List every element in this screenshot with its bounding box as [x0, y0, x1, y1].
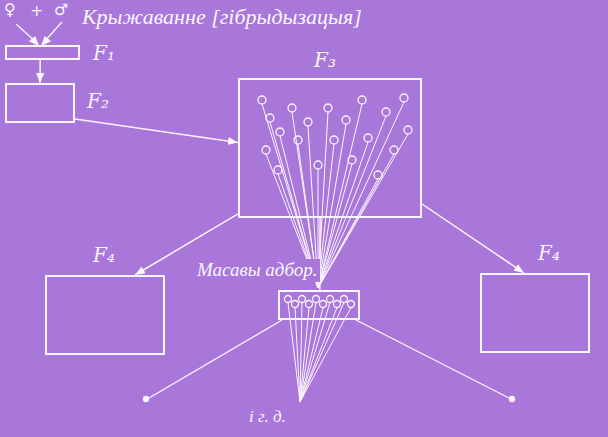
generation-label: F₄ [536, 241, 562, 265]
generation-label: F₁ [91, 41, 117, 65]
continuation-note: і г. д. [247, 407, 288, 427]
generation-box: F₂ [5, 83, 75, 123]
generation-box: F₁ [5, 45, 80, 60]
parent-arrowheads [30, 37, 50, 45]
selection-label: Масавы адбор. [195, 259, 320, 282]
diagram-title: Крыжаванне [гібрыдызацыя] [80, 4, 364, 30]
generation-label: F₂ [85, 89, 111, 113]
generation-box: F₄ [480, 273, 590, 353]
plant-drawing [16, 22, 515, 402]
generation-arrow [39, 60, 41, 83]
parent-arrows [16, 22, 62, 42]
generation-box: F₃ [238, 78, 422, 218]
selected-stems [288, 303, 351, 403]
cross-symbol: ♀ [2, 0, 18, 19]
cross-symbol: ♂ [52, 0, 70, 19]
generation-arrow [422, 204, 524, 273]
generation-box: F₄ [45, 275, 165, 355]
selected-heads [285, 296, 355, 308]
generation-label: F₃ [312, 48, 338, 72]
end-dots [144, 397, 515, 402]
generation-label: F₄ [91, 243, 117, 267]
next-generation-lines [149, 320, 509, 398]
cross-symbol: + [28, 1, 45, 20]
generation-arrow [75, 119, 238, 142]
selection-box: Масавы адбор. [278, 290, 360, 320]
